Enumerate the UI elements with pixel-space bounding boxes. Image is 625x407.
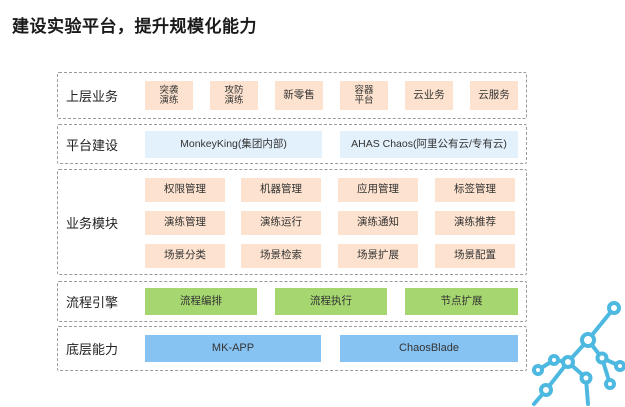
module-item: 机器管理	[241, 178, 321, 202]
layer-label: 上层业务	[66, 89, 119, 104]
layer-label: 底层能力	[66, 342, 119, 357]
base-item: MK-APP	[145, 335, 321, 362]
engine-item: 流程编排	[145, 288, 257, 315]
module-item: 演练管理	[145, 211, 225, 235]
module-item: 标签管理	[435, 178, 515, 202]
engine-item: 流程执行	[275, 288, 387, 315]
layer-modules: 业务模块 权限管理 机器管理 应用管理 标签管理 演练管理 演练运行 演练通知 …	[57, 169, 527, 275]
module-item: 演练通知	[338, 211, 418, 235]
platform-item: AHAS Chaos(阿里公有云/专有云)	[340, 131, 518, 158]
layer-platform: 平台建设 MonkeyKing(集团内部) AHAS Chaos(阿里公有云/专…	[57, 124, 527, 164]
molecule-network-icon	[532, 301, 625, 406]
business-item: 云业务	[405, 81, 453, 110]
layer-label: 流程引擎	[66, 295, 119, 310]
business-item: 新零售	[275, 81, 323, 110]
module-item: 演练运行	[241, 211, 321, 235]
business-item: 攻防 演练	[210, 81, 258, 110]
engine-item: 节点扩展	[405, 288, 518, 315]
business-item: 突袭 演练	[145, 81, 193, 110]
module-item: 演练推荐	[435, 211, 515, 235]
module-item: 应用管理	[338, 178, 418, 202]
business-item: 云服务	[470, 81, 518, 110]
layer-base-capability: 底层能力 MK-APP ChaosBlade	[57, 326, 527, 371]
module-item: 场景扩展	[338, 244, 418, 268]
business-item: 容器 平台	[340, 81, 388, 110]
layer-label: 平台建设	[66, 137, 119, 153]
layer-label: 业务模块	[66, 215, 119, 231]
layer-top-business: 上层业务 突袭 演练 攻防 演练 新零售 容器 平台 云业务 云服务	[57, 72, 527, 119]
module-item: 场景分类	[145, 244, 225, 268]
module-item: 权限管理	[145, 178, 225, 202]
module-item: 场景配置	[435, 244, 515, 268]
base-item: ChaosBlade	[340, 335, 518, 362]
page-title: 建设实验平台，提升规模化能力	[12, 17, 257, 36]
layer-process-engine: 流程引擎 流程编排 流程执行 节点扩展	[57, 281, 527, 322]
platform-item: MonkeyKing(集团内部)	[145, 131, 322, 158]
module-item: 场景检索	[241, 244, 321, 268]
